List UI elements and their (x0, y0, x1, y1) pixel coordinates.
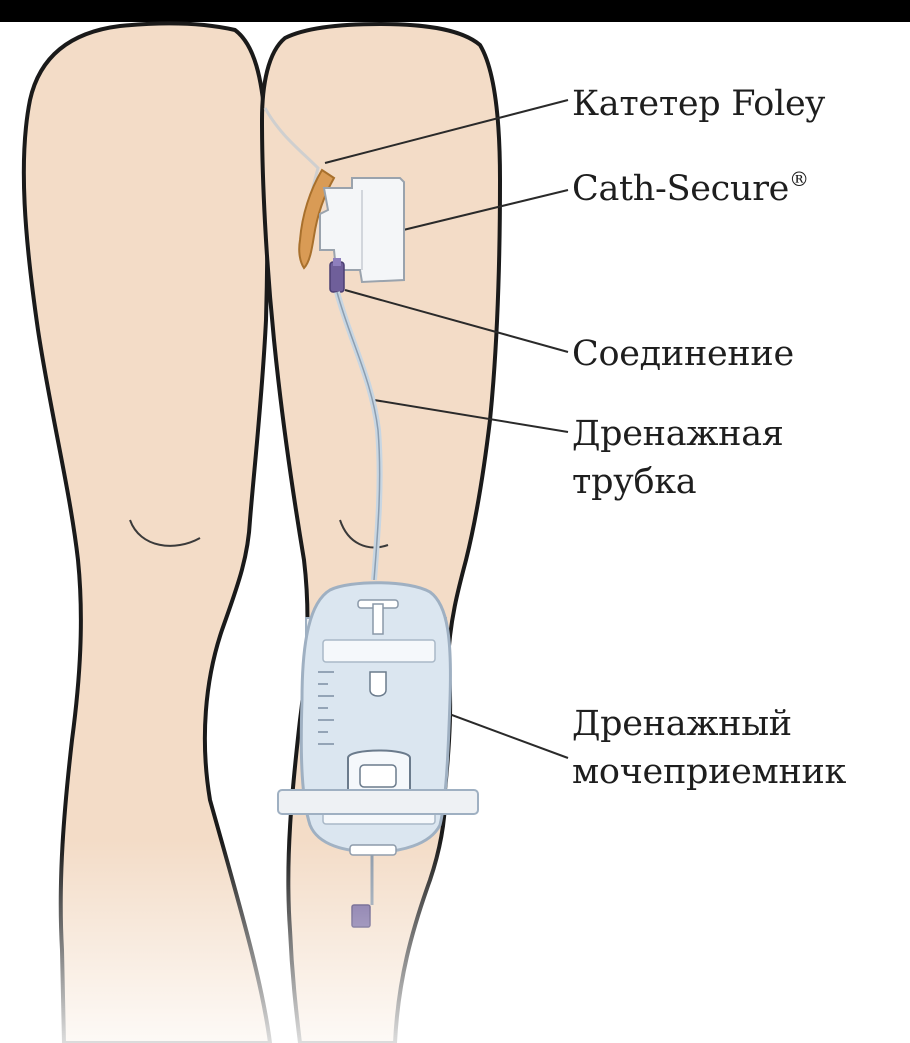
label-drainage-tube: Дренажная трубка (572, 410, 784, 506)
label-drainage-tube-line2: трубка (572, 462, 697, 502)
connector (329, 258, 345, 293)
leader-connection (344, 289, 569, 353)
label-cath-secure-text: Cath-Secure (572, 169, 790, 209)
registered-mark: ® (789, 167, 809, 191)
drainage-tube-edge (336, 291, 381, 581)
cath-secure-pad (319, 177, 405, 284)
label-drainage-tube-line1: Дренажная (572, 414, 784, 454)
label-drainage-bag-line2: мочеприемник (572, 752, 847, 792)
label-foley-catheter: Катетер Foley (572, 84, 825, 124)
bag-strap-bottom (277, 789, 479, 815)
left-knee-crease (129, 519, 201, 547)
leader-catheter (324, 99, 569, 164)
label-cath-secure: Cath-Secure® (572, 165, 809, 213)
label-connection: Соединение (572, 334, 794, 374)
label-drainage-bag-line1: Дренажный (572, 704, 792, 744)
left-leg (21, 21, 272, 1043)
right-knee-crease (339, 519, 389, 549)
drainage-bag (299, 581, 452, 928)
bag-graduations (318, 671, 334, 745)
leader-tube (373, 399, 569, 433)
leader-securement (394, 189, 569, 233)
bottom-fade (0, 840, 910, 1043)
label-drainage-bag: Дренажный мочеприемник (572, 700, 846, 796)
top-bar (0, 0, 910, 22)
